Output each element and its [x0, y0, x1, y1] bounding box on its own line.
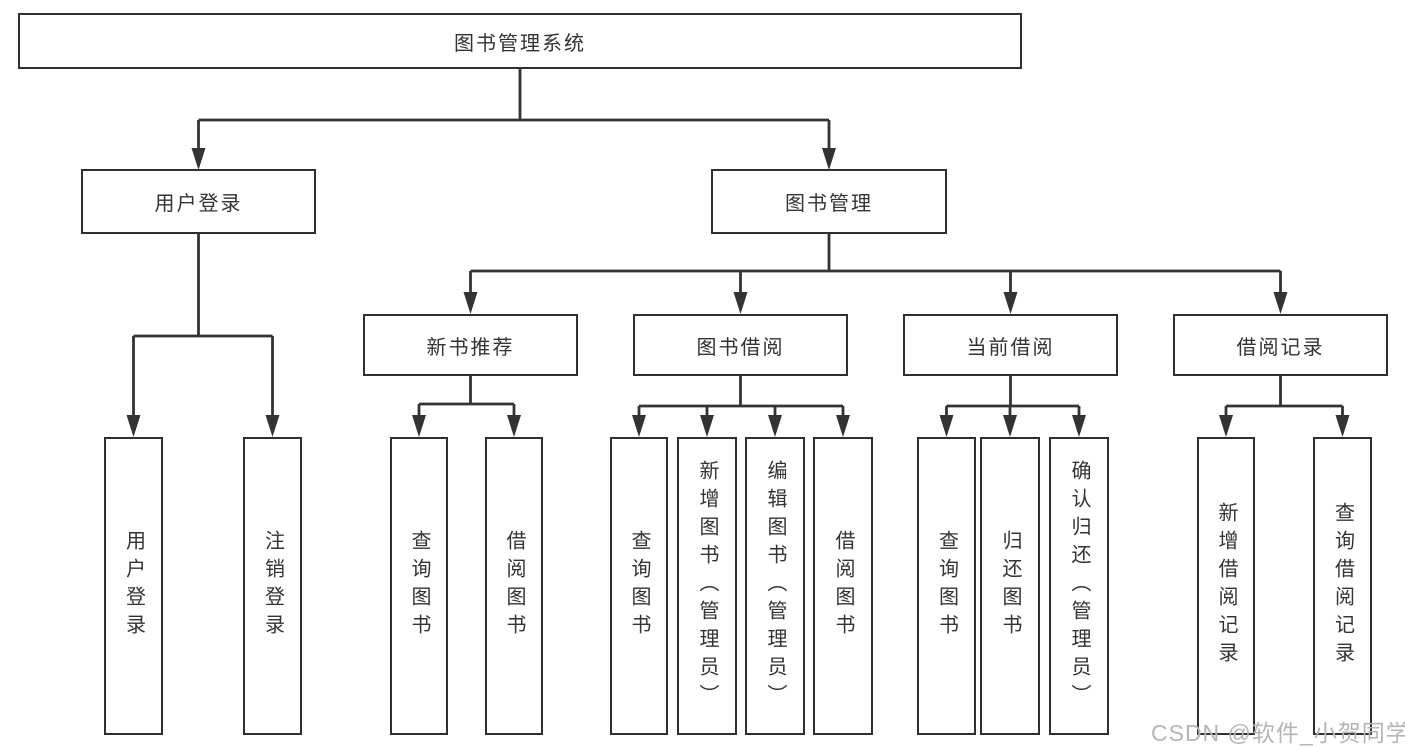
leaf-logout: 注销登录 [243, 437, 302, 735]
node-current-borrowing: 当前借阅 [903, 314, 1118, 376]
connector-lines [132, 69, 1344, 417]
leaf-borrow-books-recommend-label: 借阅图书 [503, 530, 525, 642]
leaf-confirm-return-admin: 确认归还（管理员） [1049, 437, 1109, 735]
watermark-text: CSDN @软件_小贺同学 [1151, 720, 1405, 746]
leaf-query-books-current-label: 查询图书 [935, 530, 958, 642]
arrowheads [126, 148, 1350, 437]
leaf-borrow-books-borrowing: 借阅图书 [813, 437, 873, 735]
leaf-query-books-recommend: 查询图书 [390, 437, 448, 735]
node-user-login: 用户登录 [81, 169, 316, 234]
leaf-user-login-label: 用户登录 [122, 530, 145, 642]
leaf-confirm-return-admin-label: 确认归还（管理员） [1068, 460, 1090, 712]
node-book-borrowing: 图书借阅 [633, 314, 848, 376]
node-new-book-recommend-label: 新书推荐 [426, 336, 515, 359]
node-user-login-label: 用户登录 [154, 193, 243, 215]
node-book-management-label: 图书管理 [785, 193, 873, 215]
leaf-borrow-books-borrowing-label: 借阅图书 [832, 530, 854, 642]
node-library-system: 图书管理系统 [18, 13, 1022, 69]
leaf-add-borrow-record: 新增借阅记录 [1197, 437, 1255, 735]
leaf-return-books: 归还图书 [980, 437, 1040, 735]
node-new-book-recommend: 新书推荐 [363, 314, 578, 376]
node-book-management: 图书管理 [711, 169, 947, 234]
leaf-query-borrow-record: 查询借阅记录 [1313, 437, 1372, 735]
node-borrow-records-label: 借阅记录 [1236, 336, 1325, 359]
leaf-borrow-books-recommend: 借阅图书 [485, 437, 543, 735]
watermark: CSDN @软件_小贺同学 [1151, 714, 1405, 747]
node-book-borrowing-label: 图书借阅 [696, 336, 785, 359]
leaf-return-books-label: 归还图书 [999, 530, 1021, 642]
leaf-add-borrow-record-label: 新增借阅记录 [1215, 502, 1237, 670]
leaf-query-books-current: 查询图书 [917, 437, 976, 735]
leaf-user-login: 用户登录 [104, 437, 163, 735]
leaf-add-books-admin: 新增图书（管理员） [677, 437, 737, 735]
leaf-add-books-admin-label: 新增图书（管理员） [696, 460, 718, 712]
leaf-edit-books-admin: 编辑图书（管理员） [745, 437, 805, 735]
node-current-borrowing-label: 当前借阅 [966, 336, 1055, 359]
node-borrow-records: 借阅记录 [1173, 314, 1388, 376]
leaf-query-books-borrowing-label: 查询图书 [628, 530, 650, 642]
leaf-query-books-borrowing: 查询图书 [610, 437, 668, 735]
leaf-edit-books-admin-label: 编辑图书（管理员） [764, 460, 786, 712]
node-library-system-label: 图书管理系统 [454, 32, 586, 55]
leaf-query-borrow-record-label: 查询借阅记录 [1331, 502, 1354, 670]
leaf-logout-label: 注销登录 [261, 530, 284, 642]
leaf-query-books-recommend-label: 查询图书 [408, 530, 430, 642]
